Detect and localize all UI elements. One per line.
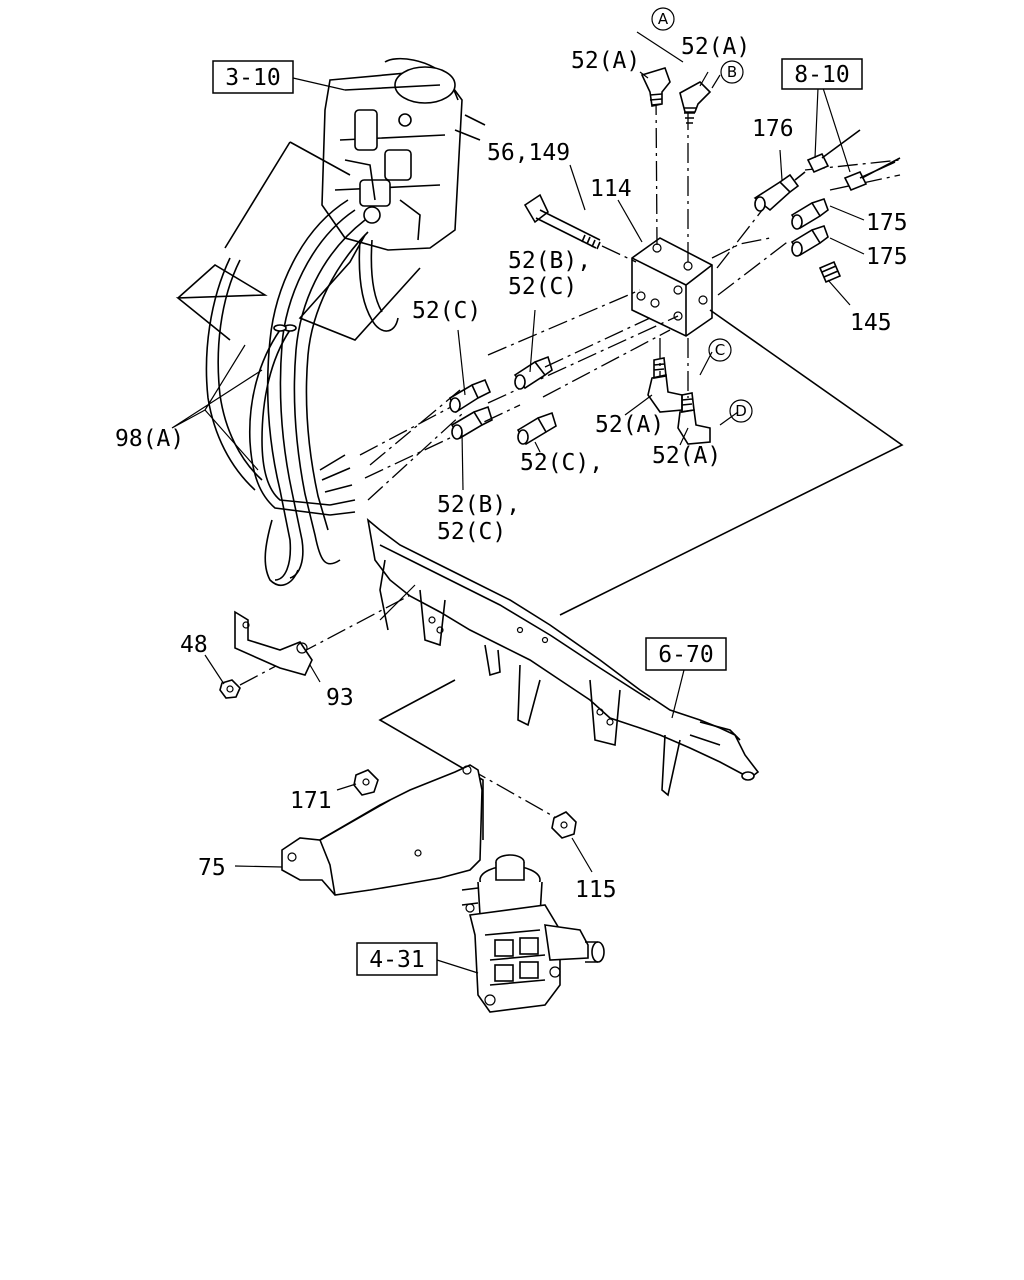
- connectors-8-10: [806, 129, 901, 192]
- switch-176: [753, 171, 806, 212]
- bracket-75: [281, 764, 483, 896]
- bracket-93: [234, 610, 313, 676]
- pipe-bundle: [205, 199, 369, 586]
- label-52a-top-left: 52(A): [571, 48, 640, 74]
- label-52c-left: 52(C): [412, 298, 481, 324]
- switch-175-lower: [790, 224, 829, 257]
- steering-gear: [461, 854, 605, 1013]
- label-176: 176: [752, 116, 794, 142]
- ref-box-3-10[interactable]: 3-10: [212, 60, 294, 94]
- ref-box-4-31[interactable]: 4-31: [356, 942, 438, 976]
- svg-text:C: C: [715, 341, 725, 359]
- label-171: 171: [290, 788, 332, 814]
- label-52c-comma: 52(C),: [520, 450, 603, 476]
- guide-line-lower-left: [175, 264, 268, 341]
- label-175-lower: 175: [866, 244, 908, 270]
- label-52a-low-left: 52(A): [595, 412, 664, 438]
- fitting-52a-low-left: [647, 357, 683, 413]
- label-52a-top-right: 52(A): [681, 34, 750, 60]
- label-52bc-top-line1: 52(B),: [508, 248, 591, 274]
- label-52bc-low-line2: 52(C): [437, 519, 506, 545]
- label-52bc-low-line1: 52(B),: [437, 492, 520, 518]
- svg-text:A: A: [658, 10, 669, 28]
- fitting-52bc-upper: [513, 355, 553, 390]
- switch-175-upper: [790, 197, 829, 230]
- circle-letter-d: D: [729, 399, 753, 423]
- leader-98a: [171, 344, 263, 471]
- label-48: 48: [180, 632, 208, 658]
- guide-line-right: [559, 309, 904, 616]
- label-52bc-top-line2: 52(C): [508, 274, 577, 300]
- connection-lines: [239, 94, 901, 821]
- fitting-52bc-lower: [450, 405, 493, 440]
- guide-line-lower: [378, 679, 484, 840]
- label-98a: 98(A): [115, 426, 184, 452]
- svg-text:D: D: [735, 402, 747, 420]
- label-145: 145: [850, 310, 892, 336]
- label-56-149: 56,149: [487, 140, 570, 166]
- fitting-52a-top-left: [640, 67, 671, 107]
- bolt-56-149: [523, 193, 637, 263]
- ref-box-8-10[interactable]: 8-10: [781, 58, 863, 90]
- frame-crossmember: [366, 517, 760, 797]
- label-52a-low-right: 52(A): [652, 443, 721, 469]
- nut-48: [219, 679, 241, 699]
- circle-letter-b: B: [720, 60, 744, 84]
- fitting-52c-lower-right: [516, 411, 557, 446]
- distribution-block: [631, 237, 713, 337]
- fitting-52a-low-right: [677, 392, 711, 445]
- svg-text:4-31: 4-31: [369, 947, 424, 973]
- svg-text:B: B: [727, 63, 737, 81]
- upper-pump-assembly: [321, 57, 486, 332]
- svg-text:3-10: 3-10: [225, 65, 280, 91]
- ref-box-6-70[interactable]: 6-70: [645, 637, 727, 671]
- label-114: 114: [590, 176, 632, 202]
- circle-letter-c: C: [708, 338, 732, 362]
- label-175-upper: 175: [866, 210, 908, 236]
- svg-text:6-70: 6-70: [658, 642, 713, 668]
- fitting-52c-left: [448, 378, 492, 414]
- nut-171: [353, 769, 379, 796]
- svg-text:8-10: 8-10: [794, 62, 849, 88]
- label-93: 93: [326, 685, 354, 711]
- guide-line-upper-left: [224, 141, 421, 341]
- plug-145: [818, 260, 842, 284]
- fitting-52a-top-right: [679, 81, 712, 124]
- circle-letter-a: A: [651, 7, 675, 31]
- label-75: 75: [198, 855, 226, 881]
- label-115: 115: [575, 877, 617, 903]
- nut-115: [551, 811, 577, 839]
